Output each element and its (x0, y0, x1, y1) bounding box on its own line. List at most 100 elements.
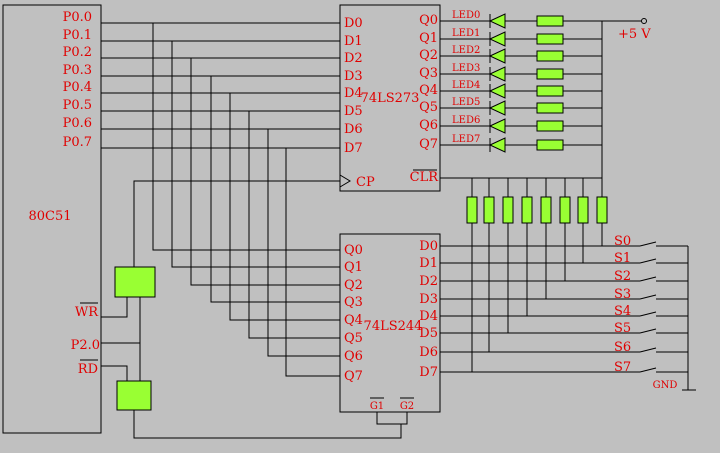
pullup-resistor-4 (540, 196, 552, 224)
port-label-2: P0.2 (63, 45, 92, 60)
buffer-q-1: Q1 (344, 260, 363, 275)
led-label-5: LED5 (452, 97, 480, 108)
port-label-5: P0.5 (63, 98, 92, 113)
buffer-d-4: D4 (419, 309, 438, 324)
wr-wire (101, 297, 128, 318)
latch-q-3: Q3 (419, 66, 438, 81)
switch-blade-6 (639, 347, 657, 353)
buffer-q-0: Q0 (344, 243, 363, 258)
led-resistor-3 (536, 68, 564, 80)
labels: 80C51P0.0P0.1P0.2P0.3P0.4P0.5P0.6P0.7WRP… (28, 10, 677, 412)
latch-d-1: D1 (344, 34, 363, 49)
led-resistor-1 (536, 33, 564, 45)
buffer-q-6: Q6 (344, 349, 363, 364)
latch-chip (339, 4, 441, 192)
led-3 (488, 66, 506, 82)
led-7 (488, 137, 506, 153)
buffer-d-7: D7 (419, 365, 438, 380)
pullup-resistor-5 (559, 196, 571, 224)
switch-blade-4 (639, 311, 657, 317)
buffer-chip (339, 233, 441, 413)
buffer-q-7: Q7 (344, 369, 363, 384)
rd-gate (116, 380, 152, 411)
rd-wire (101, 365, 128, 381)
buffer-q-3: Q3 (344, 295, 363, 310)
buffer-d-2: D2 (419, 274, 438, 289)
led-resistor-7 (536, 139, 564, 151)
switch-blade-2 (639, 276, 657, 282)
switch-blade-0 (639, 241, 657, 247)
latch-q-5: Q5 (419, 100, 438, 115)
led-label-6: LED6 (452, 115, 480, 126)
wires (80, 14, 696, 439)
latch-d-2: D2 (344, 51, 363, 66)
led-0 (488, 13, 506, 29)
bus-tap-1 (171, 41, 340, 268)
clr-label: CLR (410, 170, 440, 185)
switch-label-3: S3 (614, 287, 631, 302)
latch-q-1: Q1 (419, 31, 438, 46)
p20-label: P2.0 (71, 338, 100, 353)
latch-q-0: Q0 (419, 13, 438, 28)
pullup-resistor-1 (483, 196, 495, 224)
latch-name: 74LS273 (361, 91, 420, 106)
components (114, 13, 647, 411)
pullup-resistor-6 (577, 196, 589, 224)
gnd-label: GND (653, 380, 678, 391)
latch-q-7: Q7 (419, 137, 438, 152)
buffer-q-4: Q4 (344, 313, 363, 328)
wr-label: WR (75, 305, 99, 320)
led-resistor-4 (536, 85, 564, 97)
led-1 (488, 31, 506, 47)
bus-tap-4 (229, 93, 340, 321)
port-label-4: P0.4 (63, 80, 92, 95)
port-label-6: P0.6 (63, 116, 92, 131)
buffer-d-0: D0 (419, 239, 438, 254)
p20-to-wr-gate (101, 297, 141, 344)
g-tie (376, 412, 408, 425)
gate-to-cp (133, 180, 340, 267)
pullup-resistor-0 (466, 196, 478, 224)
rd-label: RD (78, 362, 98, 377)
switch-label-0: S0 (614, 234, 631, 249)
led-resistor-0 (536, 15, 564, 27)
led-resistor-6 (536, 120, 564, 132)
led-5 (488, 100, 506, 116)
switch-label-2: S2 (614, 269, 631, 284)
bus-tap-0 (152, 23, 340, 251)
pullup-resistor-2 (502, 196, 514, 224)
pullup-resistor-7 (596, 196, 608, 224)
switch-blade-3 (639, 294, 657, 300)
vcc-terminal (641, 18, 647, 24)
led-label-2: LED2 (452, 45, 480, 56)
led-resistor-2 (536, 50, 564, 62)
switch-label-4: S4 (614, 304, 631, 319)
bus-tap-7 (285, 148, 340, 377)
switch-label-6: S6 (614, 340, 631, 355)
led-label-1: LED1 (452, 28, 480, 39)
port-label-1: P0.1 (63, 28, 92, 43)
latch-q-4: Q4 (419, 83, 438, 98)
buffer-d-6: D6 (419, 345, 438, 360)
switch-blade-1 (639, 258, 657, 264)
pullup-resistor-3 (521, 196, 533, 224)
switch-blade-5 (639, 328, 657, 334)
latch-q-6: Q6 (419, 118, 438, 133)
buffer-q-5: Q5 (344, 331, 363, 346)
latch-q-2: Q2 (419, 48, 438, 63)
latch-d-3: D3 (344, 69, 363, 84)
wr-gate (114, 266, 156, 298)
switch-label-7: S7 (614, 360, 631, 375)
port-label-0: P0.0 (63, 10, 92, 25)
buffer-name: 74LS244 (364, 319, 423, 334)
g1-label: G1 (370, 401, 384, 412)
buffer-d-5: D5 (419, 326, 438, 341)
bus-tap-5 (248, 111, 340, 339)
latch-d-7: D7 (344, 141, 363, 156)
led-6 (488, 118, 506, 134)
switch-label-5: S5 (614, 321, 631, 336)
port-label-7: P0.7 (63, 135, 92, 150)
led-label-3: LED3 (452, 63, 480, 74)
g2-label: G2 (400, 401, 414, 412)
latch-d-5: D5 (344, 104, 363, 119)
